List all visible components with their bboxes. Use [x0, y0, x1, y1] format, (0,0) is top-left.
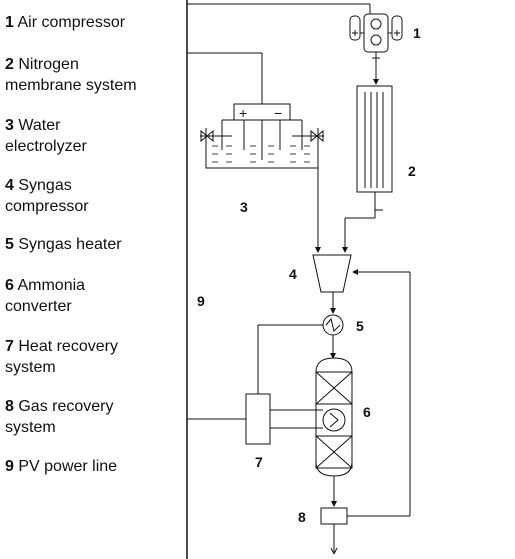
label-7: 7: [255, 454, 263, 470]
electrolyzer-plus-sign: +: [239, 105, 247, 121]
heat-recovery-system: [245, 393, 323, 445]
legend-item-4: 4 Syngas compressor: [5, 177, 89, 215]
legend-item-6: 6 Ammonia converter: [5, 277, 86, 315]
nitrogen-membrane-system: [342, 85, 393, 253]
legend-item-5: 5 Syngas heater: [5, 236, 122, 253]
legend-item-1: 1 Air compressor: [5, 14, 126, 31]
syngas-compressor: [312, 254, 352, 314]
legend-item-9: 9 PV power line: [5, 458, 118, 475]
air-compressor: [349, 4, 403, 85]
legend-item-8: 8 Gas recovery system: [5, 398, 114, 436]
water-electrolyzer: [200, 103, 324, 253]
label-3: 3: [240, 199, 248, 215]
label-1: 1: [413, 25, 421, 41]
legend-item-3: 3 Water electrolyzer: [5, 117, 87, 155]
label-6: 6: [363, 404, 371, 420]
ammonia-converter: [315, 357, 353, 507]
pv-power-line: [186, 0, 370, 559]
legend-item-7: 7 Heat recovery system: [5, 338, 118, 376]
label-4: 4: [289, 266, 297, 282]
label-2: 2: [408, 163, 416, 179]
gas-recovery-system: [320, 269, 411, 555]
label-9: 9: [197, 293, 205, 309]
electrolyzer-minus-sign: −: [274, 105, 282, 121]
syngas-heater: [257, 314, 344, 394]
label-8: 8: [298, 509, 306, 525]
label-5: 5: [356, 318, 364, 334]
legend-item-2: 2 Nitrogen membrane system: [5, 56, 137, 94]
